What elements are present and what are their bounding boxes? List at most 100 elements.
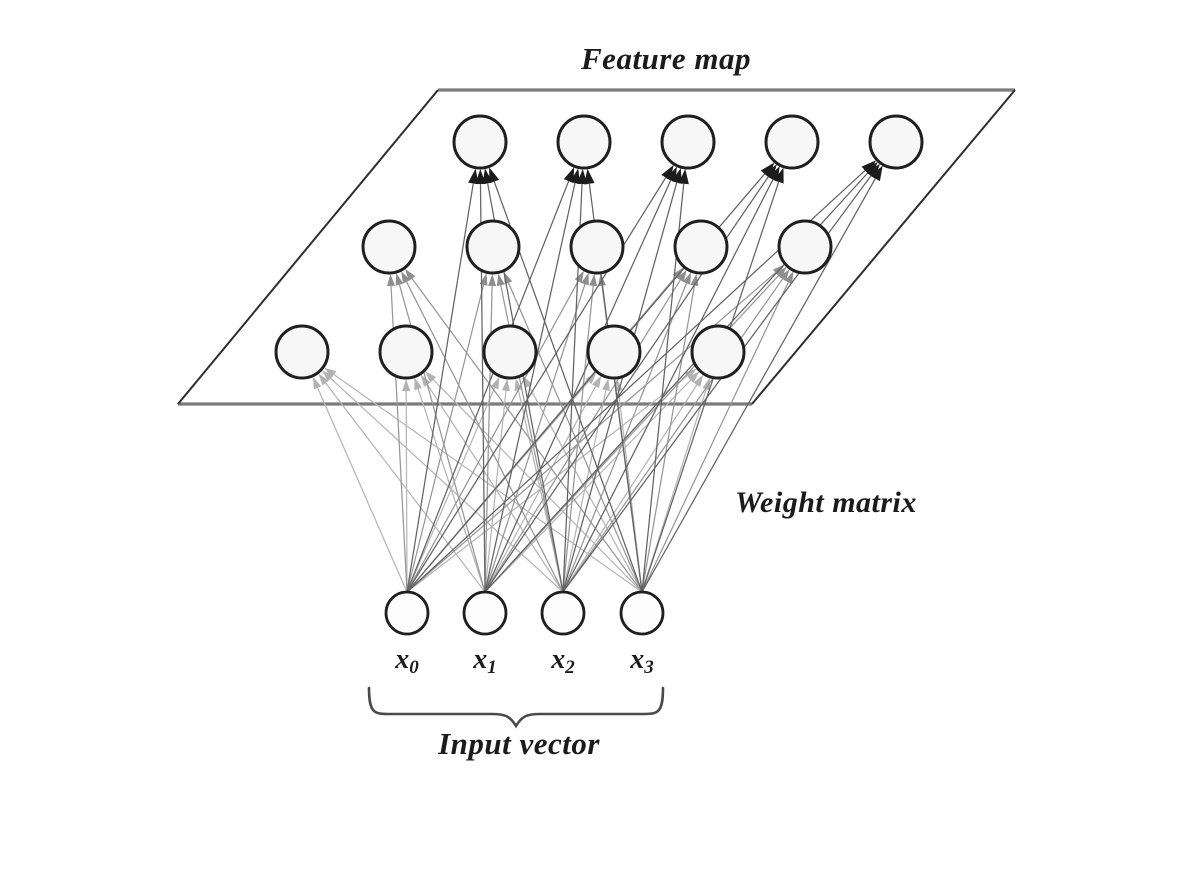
weight-connection-line xyxy=(641,285,696,593)
connection-arrowhead xyxy=(589,273,598,287)
connection-arrowhead xyxy=(585,372,597,385)
connection-arrowhead xyxy=(866,163,880,179)
connection-arrowhead xyxy=(584,168,595,185)
connection-arrowhead xyxy=(779,269,790,282)
weight-connection-line xyxy=(484,379,692,593)
connection-arrowhead xyxy=(312,376,322,390)
feature-map-node xyxy=(556,114,612,170)
input-vector-brace xyxy=(367,686,665,729)
connection-arrowhead xyxy=(488,273,497,287)
weight-connection-line xyxy=(562,182,678,593)
weight-connection-line xyxy=(432,379,643,593)
connection-arrowhead xyxy=(702,377,711,391)
weight-connection-line xyxy=(406,281,564,593)
neuron-nodes xyxy=(274,114,924,636)
input-node-label: x1 xyxy=(473,644,497,678)
feature-map-node xyxy=(465,219,521,275)
feature-map-node xyxy=(660,114,716,170)
weight-connection-line xyxy=(406,183,474,593)
weight-connection-line xyxy=(641,281,789,593)
input-vector-label: Input vector xyxy=(438,726,600,761)
connection-arrowhead xyxy=(576,168,588,185)
weight-connection-line xyxy=(562,384,698,593)
weight-connection-line xyxy=(411,278,643,593)
weight-connection-line xyxy=(406,387,496,593)
weight-connection-line xyxy=(406,375,688,593)
input-node xyxy=(540,590,586,636)
connection-arrowhead xyxy=(672,267,684,280)
input-node-label: x2 xyxy=(551,644,575,678)
input-node-label: x3 xyxy=(630,644,654,678)
weight-connection-line xyxy=(641,178,876,593)
weight-connection-line xyxy=(417,388,486,593)
feature-map-node xyxy=(777,219,833,275)
weight-matrix-label: Weight matrix xyxy=(735,486,917,519)
feature-map-node xyxy=(361,219,417,275)
input-node xyxy=(619,590,665,636)
connection-arrowhead xyxy=(684,368,697,379)
connection-arrowhead xyxy=(514,378,523,391)
input-node-label: x0 xyxy=(395,644,419,678)
weight-connection-line xyxy=(562,282,688,593)
connection-arrowhead xyxy=(424,371,437,383)
weight-connection-line xyxy=(562,278,784,593)
weight-connection-line xyxy=(325,382,486,593)
weight-connection-line xyxy=(641,181,780,593)
weight-connection-line xyxy=(405,390,408,593)
connection-arrowhead xyxy=(671,168,682,184)
connection-arrowhead xyxy=(870,165,883,182)
connection-arrowhead xyxy=(569,168,581,185)
connection-arrowhead xyxy=(773,167,784,184)
connection-arrowhead xyxy=(475,168,486,185)
weight-connection-line xyxy=(484,182,576,593)
connection-arrowhead xyxy=(682,272,691,285)
connection-arrowhead xyxy=(775,266,787,279)
connection-arrowhead xyxy=(324,367,337,378)
feature-map-node xyxy=(868,114,924,170)
connection-arrowhead xyxy=(489,167,500,184)
weight-connection-line xyxy=(406,180,570,593)
weight-connection-line xyxy=(484,390,507,593)
connection-arrowhead xyxy=(468,168,479,185)
connection-arrowhead xyxy=(401,271,411,284)
connection-arrowhead xyxy=(676,269,687,283)
connection-arrowhead xyxy=(404,268,416,281)
connection-arrowhead xyxy=(387,273,396,287)
feature-map-node xyxy=(673,219,729,275)
weight-connection-line xyxy=(562,285,594,593)
feature-map-node xyxy=(482,324,538,380)
connection-arrowhead xyxy=(678,168,689,185)
connection-arrowhead xyxy=(318,373,329,386)
feature-map-node xyxy=(690,324,746,380)
weight-connection-line xyxy=(562,390,607,593)
connection-arrowhead xyxy=(863,161,878,177)
weight-connection-line xyxy=(330,377,564,593)
input-node xyxy=(384,590,430,636)
weight-connection-line xyxy=(406,280,579,593)
connection-arrowhead xyxy=(563,167,575,183)
weight-connection-line xyxy=(484,279,681,593)
connection-arrowhead xyxy=(490,376,500,390)
feature-map-node xyxy=(452,114,508,170)
plane-right-edge xyxy=(751,89,1016,405)
connection-arrowhead xyxy=(760,162,775,178)
weight-connection-line xyxy=(406,272,776,593)
connection-arrowhead xyxy=(687,371,700,383)
connection-arrowhead xyxy=(693,374,704,387)
connection-arrowhead xyxy=(592,375,602,389)
connection-arrowhead xyxy=(501,378,510,392)
connection-arrowhead xyxy=(479,273,488,286)
connection-arrowhead xyxy=(601,378,610,391)
connection-arrowhead xyxy=(395,273,404,286)
connection-arrowhead xyxy=(402,378,411,392)
weight-connection-line xyxy=(562,179,774,593)
feature-map-node xyxy=(569,219,625,275)
feature-map-node xyxy=(274,324,330,380)
connection-arrowhead xyxy=(321,370,334,382)
connection-arrowhead xyxy=(414,377,422,391)
feature-map-label: Feature map xyxy=(581,41,751,76)
connection-arrowhead xyxy=(496,273,505,287)
weight-connection-line xyxy=(484,180,672,593)
connection-arrowhead xyxy=(784,271,794,284)
